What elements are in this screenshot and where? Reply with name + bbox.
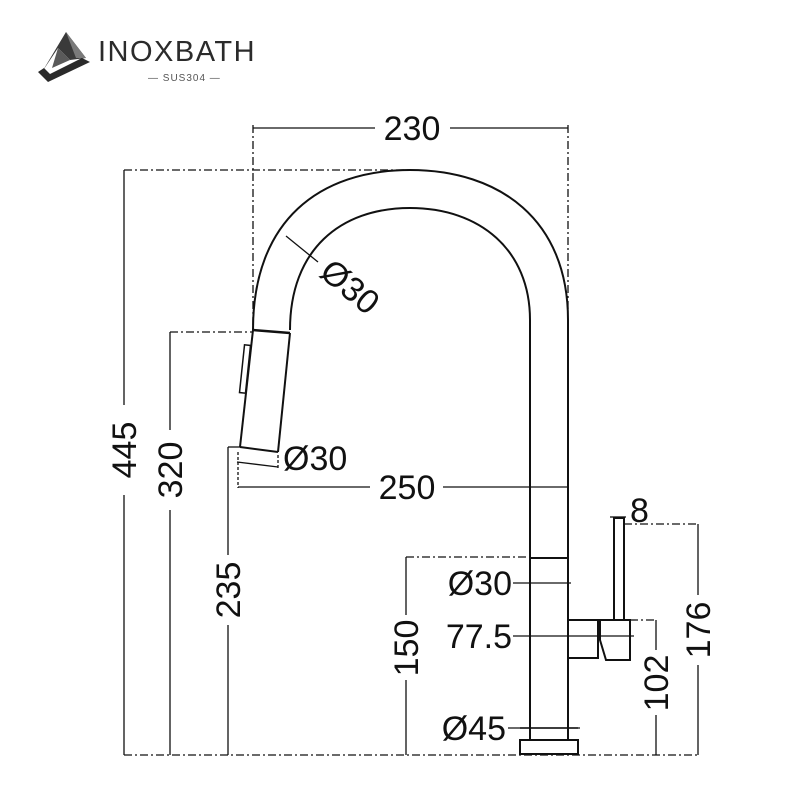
dim-8: 8	[630, 492, 649, 530]
dim-176: 176	[680, 602, 718, 659]
dimension-labels: 230 Ø30 Ø30 250 445 320 235 Ø30 77.5 150…	[106, 110, 718, 748]
dim-320: 320	[152, 442, 190, 499]
dimension-lines	[123, 125, 700, 756]
brand-logo: INOXBATH — SUS304 —	[36, 28, 266, 88]
dim-445: 445	[106, 422, 144, 479]
brand-name: INOXBATH	[98, 36, 257, 68]
dim-235: 235	[210, 562, 248, 619]
dim-base-diameter: Ø45	[442, 710, 506, 748]
pyramid-logo-icon	[38, 32, 90, 82]
faucet-outline	[238, 168, 631, 755]
dim-102: 102	[638, 655, 676, 712]
dim-250: 250	[379, 469, 436, 507]
dim-230: 230	[384, 110, 441, 148]
brand-subtitle: — SUS304 —	[148, 73, 221, 84]
dim-spray-diameter: Ø30	[283, 440, 347, 478]
dim-tube-diameter: Ø30	[313, 252, 387, 322]
dim-77-5: 77.5	[446, 618, 512, 656]
dim-body-diameter: Ø30	[448, 565, 512, 603]
dim-150: 150	[388, 620, 426, 677]
